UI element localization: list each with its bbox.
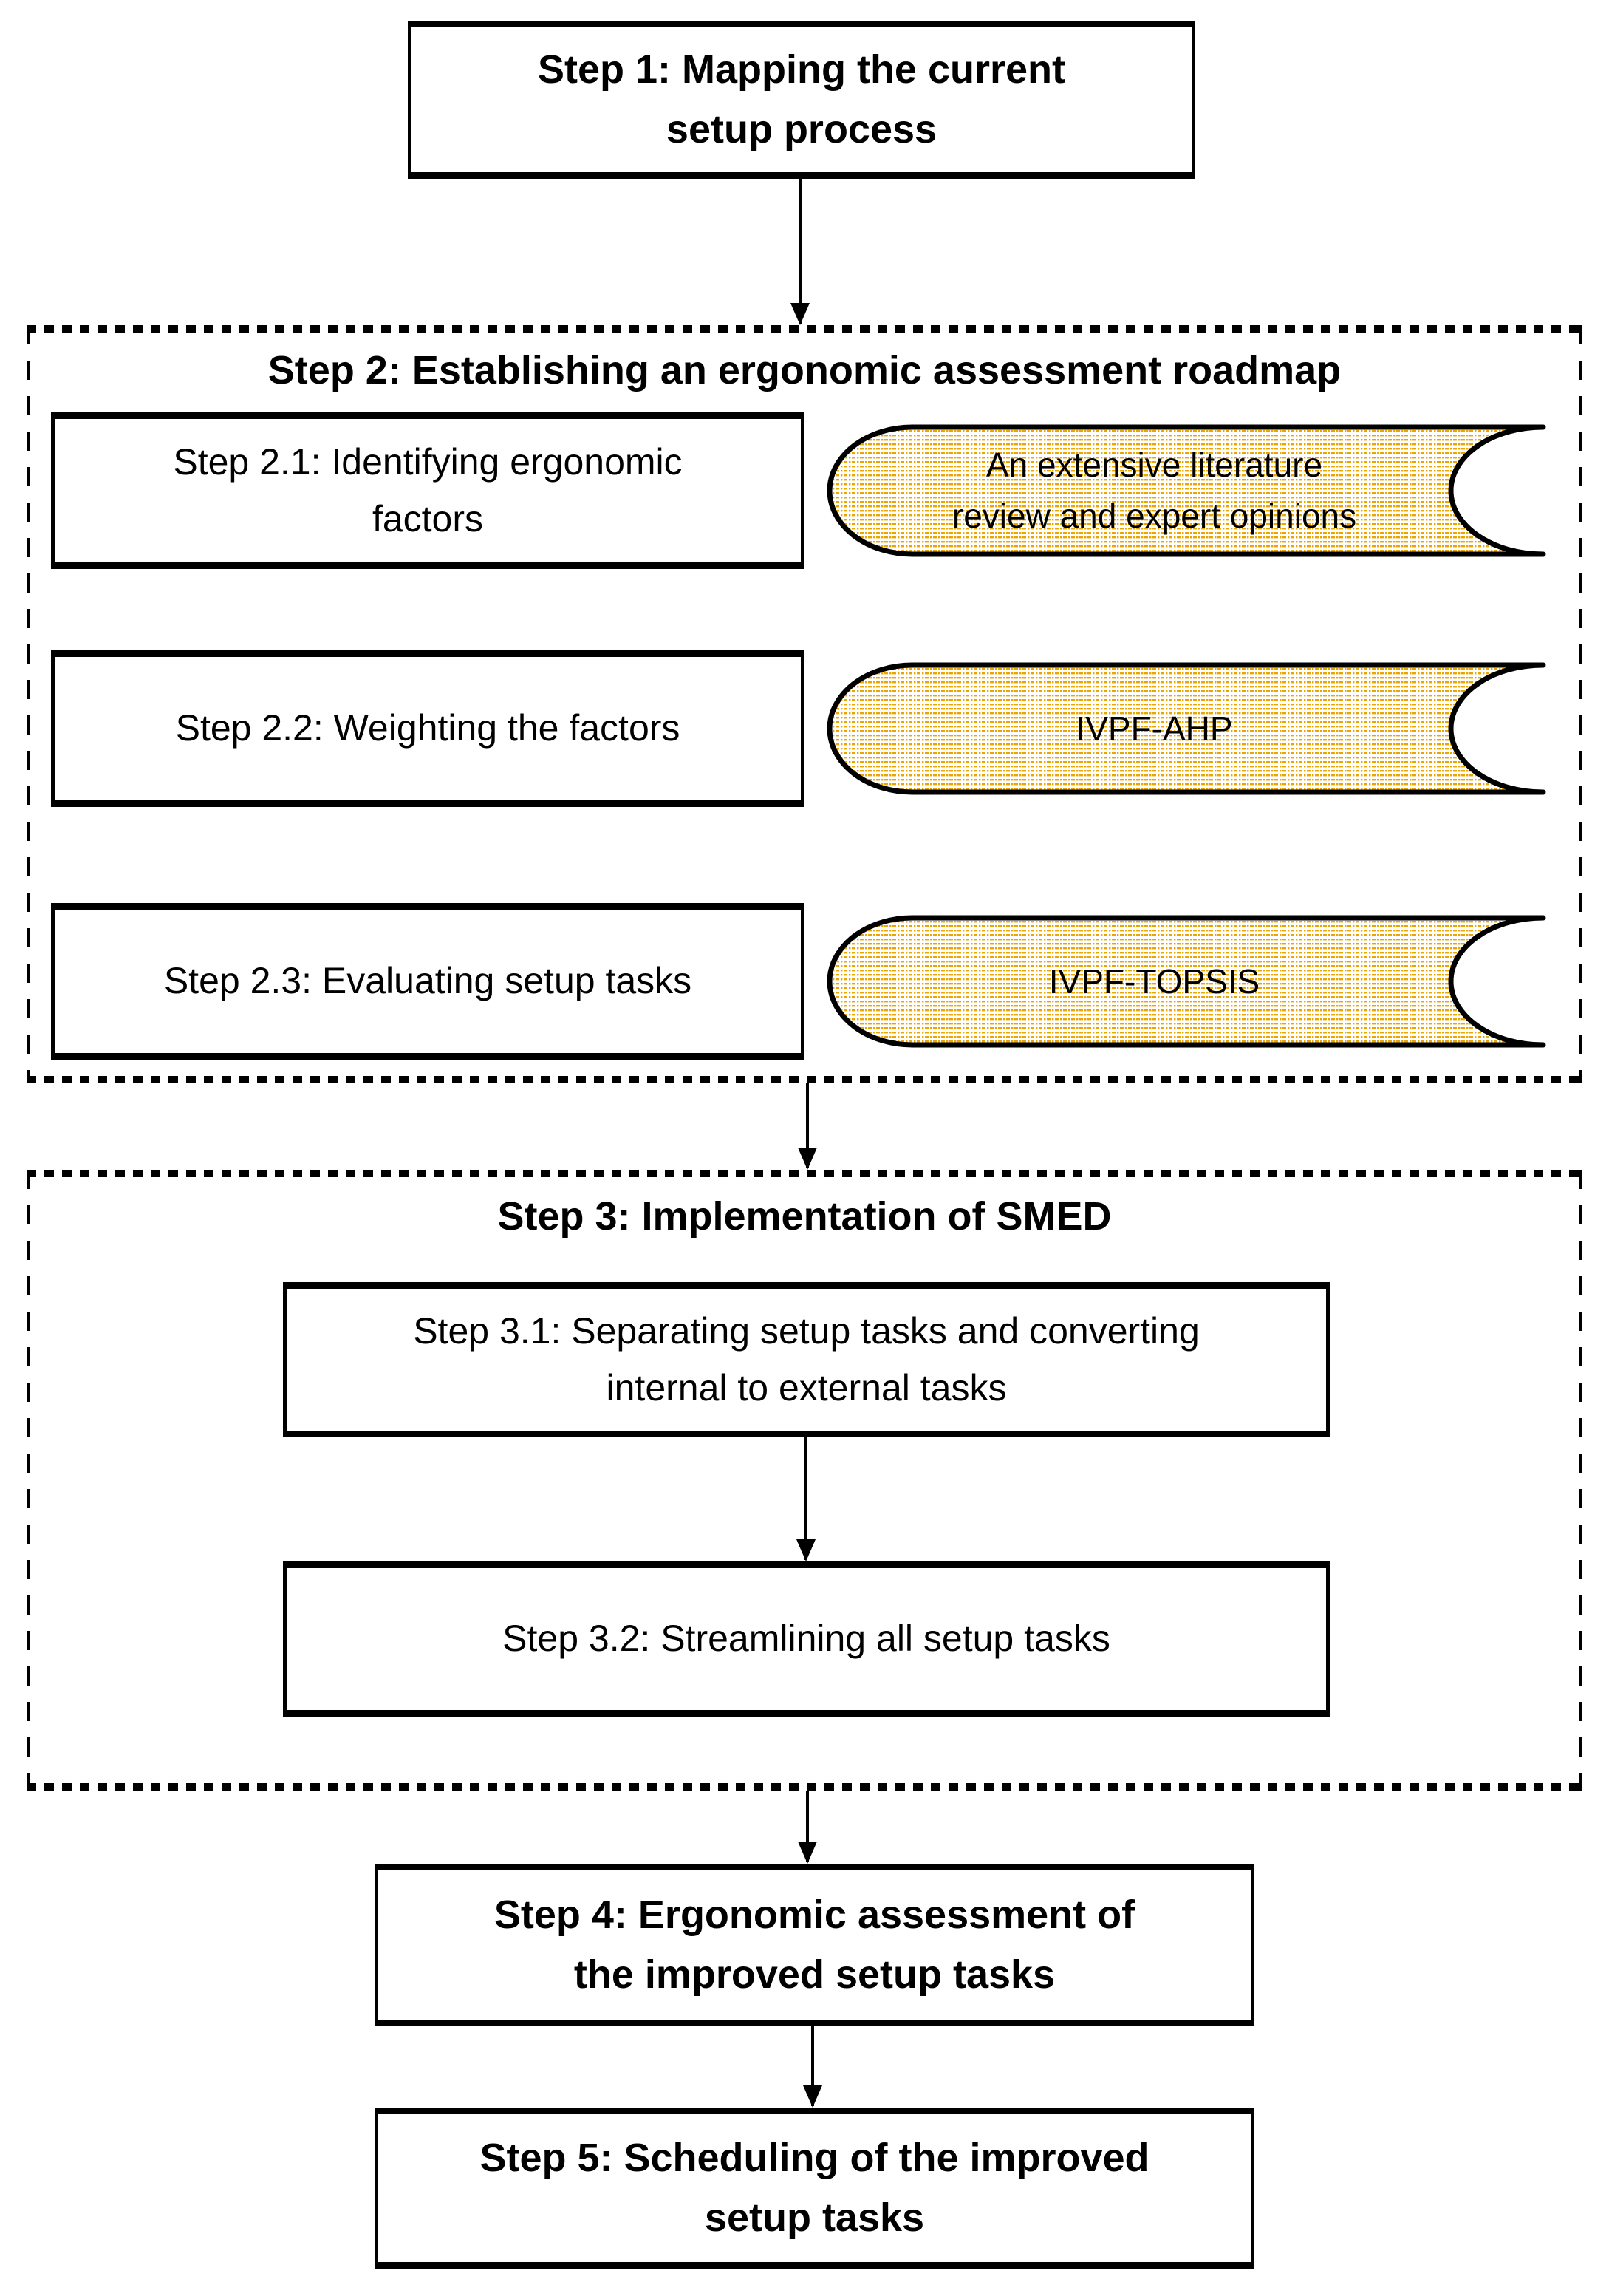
step2-border-right xyxy=(1579,325,1582,1083)
step4-box: Step 4: Ergonomic assessment of the impr… xyxy=(375,1864,1254,2026)
step5-line2: setup tasks xyxy=(704,2195,925,2240)
step4-line1: Step 4: Ergonomic assessment of xyxy=(493,1893,1135,1937)
step2-1-line2: factors xyxy=(372,498,484,539)
step5-box: Step 5: Scheduling of the improved setup… xyxy=(375,2108,1254,2269)
callout-ivpf-ahp: IVPF-AHP xyxy=(827,662,1548,795)
step4-line2: the improved setup tasks xyxy=(573,1952,1056,1997)
step2-3-line1: Step 2.3: Evaluating setup tasks xyxy=(163,960,692,1002)
cylinder-callout-shape xyxy=(827,424,1546,557)
callout-literature-line1: An extensive literature xyxy=(985,446,1323,484)
step2-1-line1: Step 2.1: Identifying ergonomic xyxy=(173,440,683,483)
cylinder-callout-shape xyxy=(827,662,1546,795)
callout-ivpf-ahp-text: IVPF-AHP xyxy=(879,662,1429,795)
step2-title: Step 2: Establishing an ergonomic assess… xyxy=(267,348,1342,392)
callout-literature-review-text: An extensive literature review and exper… xyxy=(879,424,1429,557)
step3-1-box: Step 3.1: Separating setup tasks and con… xyxy=(283,1282,1330,1437)
callout-literature-line2: review and expert opinions xyxy=(952,497,1357,535)
step1-box: Step 1: Mapping the current setup proces… xyxy=(408,21,1195,179)
step2-3-box: Step 2.3: Evaluating setup tasks xyxy=(51,903,804,1060)
step2-border-bottom xyxy=(27,1076,1582,1083)
step2-1-box: Step 2.1: Identifying ergonomic factors xyxy=(51,412,804,569)
step3-1-line2: internal to external tasks xyxy=(606,1367,1007,1408)
step1-line1: Step 1: Mapping the current xyxy=(537,47,1066,92)
arrow-step4-to-step5 xyxy=(811,2026,814,2106)
arrow-step2-to-step3 xyxy=(806,1083,809,1168)
arrow-step1-to-step2 xyxy=(799,179,802,324)
step5-line1: Step 5: Scheduling of the improved xyxy=(479,2136,1149,2180)
step3-border-bottom xyxy=(27,1783,1582,1791)
step2-2-box: Step 2.2: Weighting the factors xyxy=(51,650,804,807)
callout-ivpf-topsis-line1: IVPF-TOPSIS xyxy=(1048,961,1260,1001)
step3-2-line1: Step 3.2: Streamlining all setup tasks xyxy=(502,1618,1110,1660)
cylinder-callout-shape xyxy=(827,915,1546,1048)
step3-1-line1: Step 3.1: Separating setup tasks and con… xyxy=(413,1309,1200,1352)
callout-ivpf-topsis-text: IVPF-TOPSIS xyxy=(879,915,1429,1048)
callout-literature-review: An extensive literature review and exper… xyxy=(827,424,1548,557)
arrow-step3-1-to-step3-2 xyxy=(804,1437,807,1560)
step1-line2: setup process xyxy=(666,107,937,151)
step3-title: Step 3: Implementation of SMED xyxy=(497,1194,1112,1239)
step3-border-left xyxy=(27,1170,30,1791)
callout-ivpf-ahp-line1: IVPF-AHP xyxy=(1076,709,1233,748)
step3-container: Step 3: Implementation of SMED Step 3.1:… xyxy=(27,1170,1582,1791)
step3-border-top xyxy=(27,1170,1582,1177)
step2-border-top xyxy=(27,325,1582,333)
step3-2-box: Step 3.2: Streamlining all setup tasks xyxy=(283,1561,1330,1717)
arrow-step3-to-step4 xyxy=(806,1791,809,1862)
step2-border-left xyxy=(27,325,30,1083)
step2-2-line1: Step 2.2: Weighting the factors xyxy=(175,707,680,749)
step3-border-right xyxy=(1579,1170,1582,1791)
step2-container: Step 2: Establishing an ergonomic assess… xyxy=(27,325,1582,1083)
callout-ivpf-topsis: IVPF-TOPSIS xyxy=(827,915,1548,1048)
